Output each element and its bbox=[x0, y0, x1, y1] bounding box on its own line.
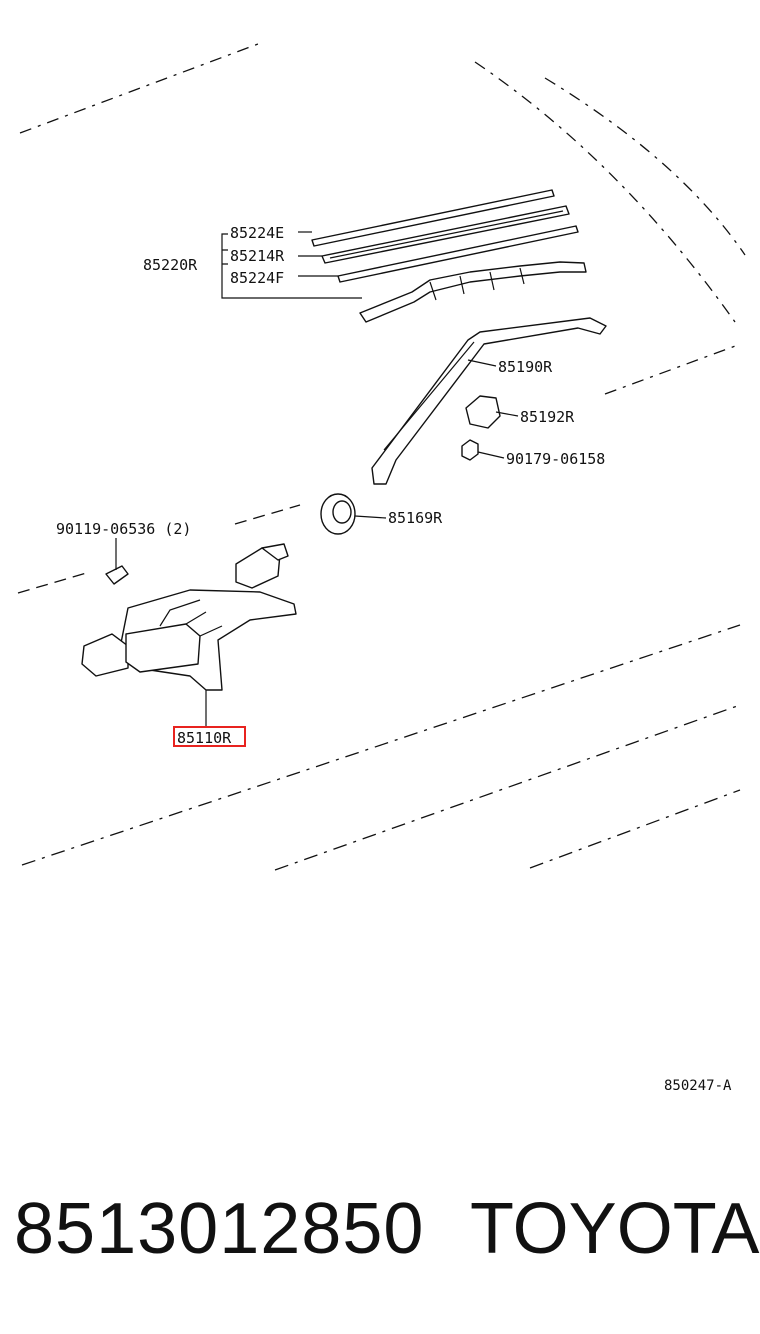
blade-frame bbox=[359, 261, 587, 323]
label-nut: 90179-06158 bbox=[506, 450, 605, 468]
part-number: 8513012850 bbox=[14, 1189, 425, 1269]
mounting-bolt bbox=[105, 565, 129, 585]
wiper-arm bbox=[371, 317, 607, 485]
label-blade-rubber: 85214R bbox=[230, 247, 285, 265]
glass-outline bbox=[17, 43, 746, 871]
blade-lower-strip bbox=[337, 225, 579, 283]
label-bolt: 90119-06536 (2) bbox=[56, 520, 191, 538]
label-blade-assembly: 85220R bbox=[143, 256, 198, 274]
label-grommet: 85169R bbox=[388, 509, 443, 527]
label-blade-upper: 85224E bbox=[230, 224, 284, 242]
motor-label-highlight bbox=[173, 726, 246, 747]
label-motor: 85110R bbox=[177, 729, 232, 747]
leader-lines bbox=[115, 231, 519, 728]
label-blade-lower: 85224F bbox=[230, 269, 284, 287]
diagram-reference: 850247-A bbox=[664, 1078, 732, 1094]
grommet bbox=[320, 493, 356, 535]
blade-rubber bbox=[321, 205, 570, 264]
brand-name: TOYOTA bbox=[470, 1189, 760, 1269]
arm-cap bbox=[465, 395, 501, 429]
blade-upper-strip bbox=[311, 189, 555, 247]
label-cap: 85192R bbox=[520, 408, 575, 426]
arm-nut bbox=[461, 439, 479, 461]
wiper-motor bbox=[81, 543, 297, 691]
label-arm: 85190R bbox=[498, 358, 553, 376]
footer: 8513012850 TOYOTA bbox=[0, 1180, 760, 1290]
